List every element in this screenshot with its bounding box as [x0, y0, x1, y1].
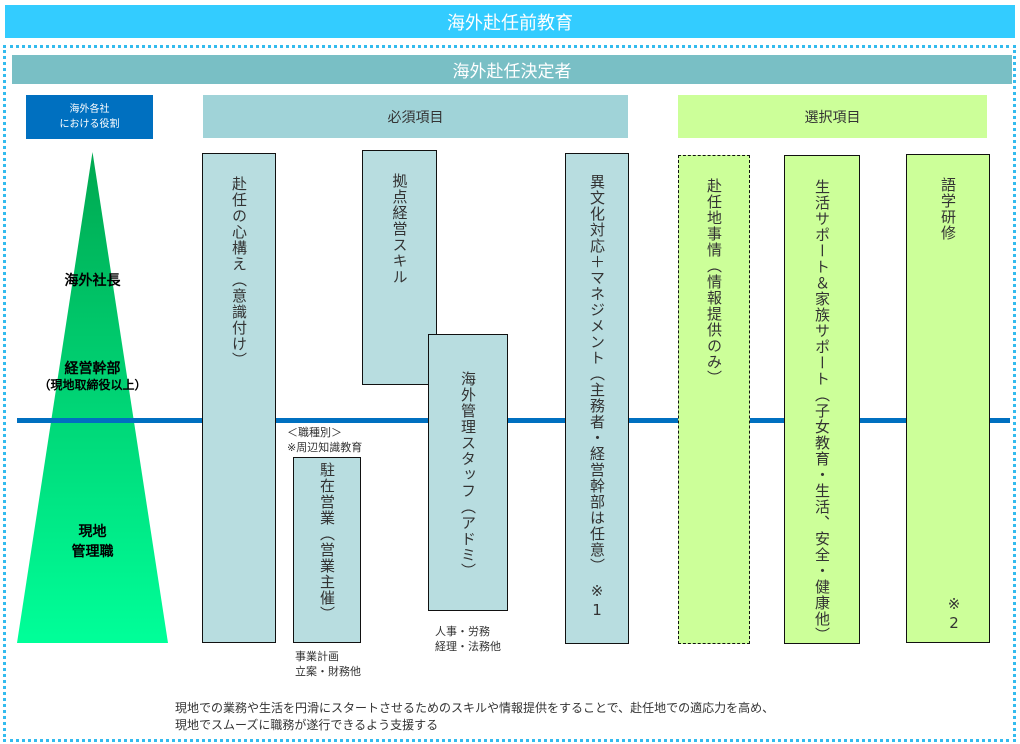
- box-language-text: 語学研修: [939, 177, 957, 241]
- footer-line: 現地での業務や生活を円滑にスタートさせるためのスキルや情報提供をすることで、赴任…: [175, 701, 775, 715]
- level-local-line: 管理職: [71, 544, 114, 560]
- required-header: 必須項目: [203, 95, 628, 138]
- box-admin: 海外管理スタッフ（アドミ）: [428, 334, 508, 611]
- admin-note: 人事・労務経理・法務他: [435, 624, 501, 654]
- note-line: 経理・法務他: [435, 640, 501, 653]
- note-line: 人事・労務: [435, 625, 490, 638]
- box-life-line: 生活サポート＆家族サポート: [813, 178, 831, 387]
- job-type-note: ＜職種別＞ ※周辺知識教育: [287, 425, 362, 455]
- note-line: ＜職種別＞: [287, 426, 342, 439]
- box-base-mgmt: 拠点経営スキル: [362, 150, 437, 385]
- level-local: 現地管理職: [17, 522, 168, 562]
- level-exec-sub: （現地取締役以上）: [38, 378, 147, 392]
- box-cross-note: ※1: [588, 582, 606, 620]
- role-line: における役割: [59, 119, 120, 130]
- level-exec: 経営幹部: [64, 361, 121, 377]
- box-life-support: 生活サポート＆家族サポート（子女教育・生活、安全・健康他）: [784, 155, 860, 644]
- sales-note: 事業計画立案・財務他: [295, 649, 361, 679]
- role-line: 海外各社: [69, 104, 110, 115]
- box-sales: 駐在営業（営業主催）: [293, 457, 361, 643]
- box-life-line: （子女教育・生活、安全・健康他）: [813, 386, 831, 643]
- page-banner: 海外赴任前教育: [5, 5, 1015, 38]
- role-label: 海外各社における役割: [26, 95, 153, 139]
- box-mindset: 赴任の心構え（意識付け）: [202, 153, 276, 643]
- decided-header: 海外赴任決定者: [12, 55, 1012, 84]
- level-local-line: 現地: [78, 524, 107, 540]
- box-cross-text: 異文化対応＋マネジメント（主務者・経営幹部は任意）: [588, 174, 606, 574]
- footer-text: 現地での業務や生活を円滑にスタートさせるためのスキルや情報提供をすることで、赴任…: [175, 700, 774, 734]
- box-language-note: ※2: [945, 595, 963, 633]
- level-president: 海外社長: [64, 273, 121, 289]
- box-cross-culture: 異文化対応＋マネジメント（主務者・経営幹部は任意） ※1: [565, 153, 629, 644]
- footer-line: 現地でスムーズに職務が遂行できるよう支援する: [175, 718, 439, 732]
- note-line: 事業計画: [295, 650, 339, 663]
- dotted-frame: [3, 45, 1016, 742]
- note-line: ※周辺知識教育: [287, 441, 363, 454]
- optional-header: 選択項目: [678, 95, 987, 138]
- box-local-info: 赴任地事情（情報提供のみ）: [678, 155, 750, 644]
- box-language: 語学研修 ※2: [906, 154, 990, 643]
- divider-line: [17, 418, 1010, 423]
- note-line: 立案・財務他: [295, 665, 361, 678]
